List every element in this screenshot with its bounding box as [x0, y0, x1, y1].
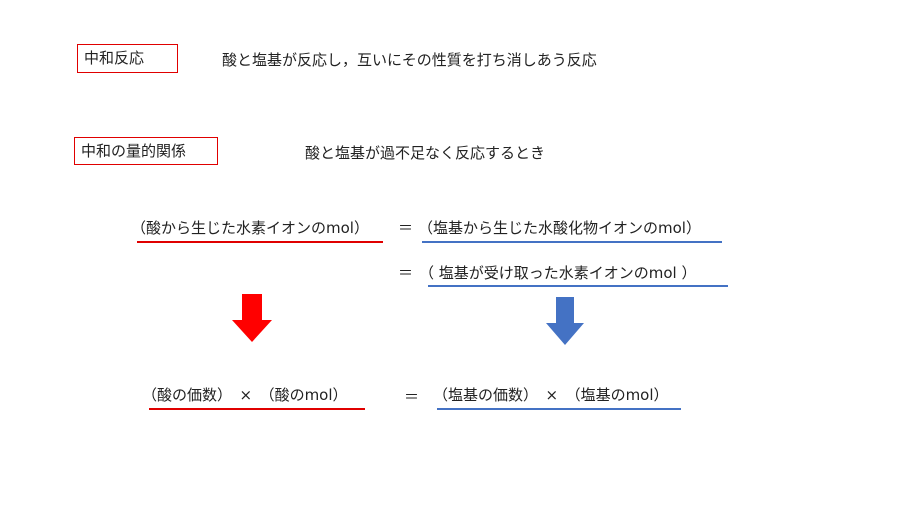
base-accepted-hydrogen-ion-mol: （ 塩基が受け取った水素イオンのmol ） — [419, 264, 697, 282]
acid-hydrogen-ion-mol: （酸から生じた水素イオンのmol） — [131, 219, 369, 237]
quantitative-relation-label: 中和の量的関係 — [81, 141, 187, 160]
base-formula-underline — [437, 408, 681, 410]
formula-equals-sign: ＝ — [404, 388, 420, 406]
arrow-down-blue-icon — [546, 297, 584, 345]
base-hydroxide-ion-mol: （塩基から生じた水酸化物イオンのmol） — [418, 219, 701, 237]
equals-sign-1: ＝ — [398, 219, 414, 237]
equals-sign-2: ＝ — [398, 264, 414, 282]
base-hydroxide-ion-underline — [422, 241, 722, 243]
neutralization-condition: 酸と塩基が過不足なく反応するとき — [305, 144, 546, 162]
arrow-down-red-icon — [232, 294, 272, 342]
quantitative-relation-label-box: 中和の量的関係 — [74, 137, 218, 165]
neutralization-label: 中和反応 — [84, 49, 145, 67]
acid-formula-underline — [149, 408, 365, 410]
base-accepted-hydrogen-ion-underline — [428, 285, 728, 287]
base-valence-times-mol: （塩基の価数） × （塩基のmol） — [433, 386, 669, 404]
acid-valence-times-mol: （酸の価数） × （酸のmol） — [142, 386, 348, 404]
neutralization-label-box: 中和反応 — [77, 44, 178, 73]
acid-hydrogen-ion-underline — [137, 241, 383, 243]
neutralization-definition: 酸と塩基が反応し，互いにその性質を打ち消しあう反応 — [222, 51, 597, 69]
